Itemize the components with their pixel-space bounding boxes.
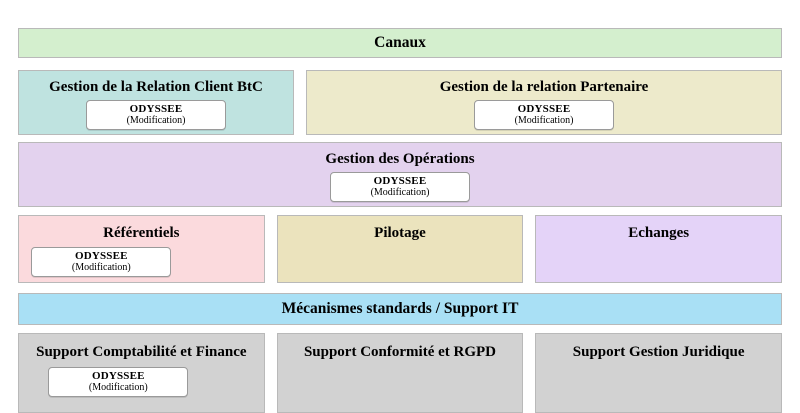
module-box-odyssee[interactable]: ODYSSEE (Modification)	[330, 172, 470, 203]
module-subtitle: (Modification)	[88, 382, 148, 394]
block-mecanismes-standards-support-it[interactable]: Mécanismes standards / Support IT	[18, 293, 782, 325]
row-operations: Gestion des Opérations ODYSSEE (Modifica…	[18, 142, 782, 207]
block-title: Gestion de la relation Partenaire	[439, 79, 649, 95]
module-subtitle: (Modification)	[514, 115, 574, 127]
block-title: Gestion de la Relation Client BtC	[49, 79, 263, 95]
block-support-gestion-juridique[interactable]: Support Gestion Juridique	[535, 333, 782, 413]
module-subtitle: (Modification)	[71, 262, 131, 274]
module-box-odyssee[interactable]: ODYSSEE (Modification)	[86, 100, 226, 131]
block-echanges[interactable]: Echanges	[535, 215, 782, 283]
block-title: Gestion des Opérations	[325, 151, 475, 167]
module-name: ODYSSEE	[74, 250, 128, 263]
row-mecanismes: Mécanismes standards / Support IT	[18, 293, 782, 325]
module-name: ODYSSEE	[129, 103, 183, 116]
row-supports: Support Comptabilité et Finance ODYSSEE …	[18, 333, 782, 413]
block-title: Support Gestion Juridique	[572, 344, 745, 360]
module-name: ODYSSEE	[517, 103, 571, 116]
row-canaux: Canaux	[18, 28, 782, 58]
block-title: Support Comptabilité et Finance	[36, 344, 247, 360]
block-title: Référentiels	[103, 225, 180, 241]
module-name: ODYSSEE	[91, 370, 145, 383]
block-title: Echanges	[628, 225, 690, 241]
diagram-canvas: Canaux Gestion de la Relation Client BtC…	[18, 28, 782, 413]
row-referentiels: Référentiels ODYSSEE (Modification) Pilo…	[18, 215, 782, 283]
block-title: Canaux	[374, 34, 426, 52]
block-support-conformite-rgpd[interactable]: Support Conformité et RGPD	[276, 333, 524, 413]
block-pilotage[interactable]: Pilotage	[276, 215, 524, 283]
module-box-odyssee[interactable]: ODYSSEE (Modification)	[31, 247, 172, 278]
module-box-odyssee[interactable]: ODYSSEE (Modification)	[48, 367, 189, 398]
block-gestion-des-operations[interactable]: Gestion des Opérations ODYSSEE (Modifica…	[18, 142, 782, 207]
block-referentiels[interactable]: Référentiels ODYSSEE (Modification)	[18, 215, 265, 283]
block-gestion-relation-client-btc[interactable]: Gestion de la Relation Client BtC ODYSSE…	[18, 70, 294, 135]
block-support-comptabilite-finance[interactable]: Support Comptabilité et Finance ODYSSEE …	[18, 333, 265, 413]
module-subtitle: (Modification)	[126, 115, 186, 127]
row-relations: Gestion de la Relation Client BtC ODYSSE…	[18, 70, 782, 135]
module-name: ODYSSEE	[373, 175, 427, 188]
module-subtitle: (Modification)	[370, 187, 430, 199]
block-title: Support Conformité et RGPD	[303, 344, 497, 360]
block-canaux[interactable]: Canaux	[18, 28, 782, 58]
block-gestion-relation-partenaire[interactable]: Gestion de la relation Partenaire ODYSSE…	[306, 70, 782, 135]
block-title: Mécanismes standards / Support IT	[281, 300, 519, 318]
module-box-odyssee[interactable]: ODYSSEE (Modification)	[474, 100, 614, 131]
block-title: Pilotage	[374, 225, 426, 241]
